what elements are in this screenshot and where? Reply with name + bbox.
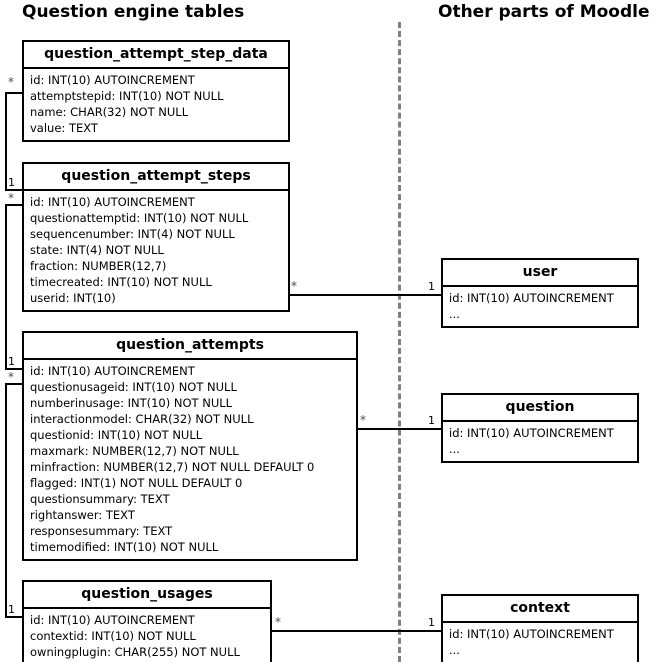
- entity-fields-question-attempt-step-data: id: INT(10) AUTOINCREMENT attemptstepid:…: [24, 69, 288, 140]
- rel-stepdata-attemptsteps-seg-vert: [5, 92, 7, 189]
- field-row: flagged: INT(1) NOT NULL DEFAULT 0: [30, 476, 243, 490]
- entity-question-usages[interactable]: question_usages id: INT(10) AUTOINCREMEN…: [22, 580, 272, 662]
- cardinality-usages-context-many: *: [275, 615, 281, 629]
- rel-usages-context-line: [272, 630, 442, 632]
- field-row: maxmark: NUMBER(12,7) NOT NULL: [30, 444, 239, 458]
- field-row: id: INT(10) AUTOINCREMENT: [449, 291, 614, 305]
- entity-fields-question-usages: id: INT(10) AUTOINCREMENT contextid: INT…: [24, 609, 270, 662]
- entity-title-question: question: [443, 395, 637, 422]
- field-row: contextid: INT(10) NOT NULL: [30, 629, 196, 643]
- section-divider: [398, 22, 401, 662]
- cardinality-usages-one: 1: [8, 603, 15, 616]
- cardinality-attemptsteps-user-many: *: [291, 279, 297, 293]
- rel-attemptsteps-attempts-seg-top: [5, 204, 24, 206]
- entity-title-context: context: [443, 596, 637, 623]
- field-row: questionattemptid: INT(10) NOT NULL: [30, 211, 249, 225]
- field-row: name: CHAR(32) NOT NULL: [30, 105, 189, 119]
- field-row: ...: [449, 442, 460, 456]
- cardinality-question-one: 1: [428, 414, 435, 427]
- cardinality-attempts-many: *: [8, 370, 14, 384]
- entity-title-question-attempt-step-data: question_attempt_step_data: [24, 42, 288, 69]
- rel-attemptsteps-attempts-seg-vert: [5, 204, 7, 368]
- field-row: attemptstepid: INT(10) NOT NULL: [30, 89, 224, 103]
- entity-fields-context: id: INT(10) AUTOINCREMENT ...: [443, 623, 637, 662]
- field-row: value: TEXT: [30, 121, 98, 135]
- field-row: id: INT(10) AUTOINCREMENT: [449, 426, 614, 440]
- field-row: owningplugin: CHAR(255) NOT NULL: [30, 645, 240, 659]
- rel-attempts-question-line: [356, 428, 442, 430]
- entity-context[interactable]: context id: INT(10) AUTOINCREMENT ...: [441, 594, 639, 662]
- cardinality-context-one: 1: [428, 616, 435, 629]
- rel-attemptsteps-attempts-seg-bottom: [5, 368, 24, 370]
- rel-stepdata-attemptsteps-seg-top: [5, 92, 24, 94]
- entity-question-attempt-step-data[interactable]: question_attempt_step_data id: INT(10) A…: [22, 40, 290, 142]
- cardinality-stepdata-many: *: [8, 75, 14, 89]
- field-row: interactionmodel: CHAR(32) NOT NULL: [30, 412, 254, 426]
- field-row: id: INT(10) AUTOINCREMENT: [30, 364, 195, 378]
- entity-fields-question-attempt-steps: id: INT(10) AUTOINCREMENT questionattemp…: [24, 191, 288, 310]
- entity-question[interactable]: question id: INT(10) AUTOINCREMENT ...: [441, 393, 639, 463]
- field-row: questionusageid: INT(10) NOT NULL: [30, 380, 237, 394]
- cardinality-attemptsteps-many: *: [8, 191, 14, 205]
- rel-stepdata-attemptsteps-seg-bottom: [5, 189, 24, 191]
- entity-title-question-attempts: question_attempts: [24, 333, 356, 360]
- field-row: id: INT(10) AUTOINCREMENT: [30, 613, 195, 627]
- field-row: id: INT(10) AUTOINCREMENT: [449, 627, 614, 641]
- field-row: timemodified: INT(10) NOT NULL: [30, 540, 219, 554]
- cardinality-attemptsteps-one: 1: [8, 176, 15, 189]
- field-row: questionid: INT(10) NOT NULL: [30, 428, 203, 442]
- rel-attempts-usages-seg-vert: [5, 383, 7, 616]
- cardinality-attempts-question-many: *: [360, 413, 366, 427]
- entity-fields-user: id: INT(10) AUTOINCREMENT ...: [443, 287, 637, 326]
- entity-question-attempts[interactable]: question_attempts id: INT(10) AUTOINCREM…: [22, 331, 358, 561]
- rel-attemptsteps-user-line: [288, 294, 442, 296]
- field-row: questionsummary: TEXT: [30, 492, 170, 506]
- field-row: minfraction: NUMBER(12,7) NOT NULL DEFAU…: [30, 460, 315, 474]
- entity-fields-question-attempts: id: INT(10) AUTOINCREMENT questionusagei…: [24, 360, 356, 559]
- field-row: id: INT(10) AUTOINCREMENT: [30, 73, 195, 87]
- field-row: id: INT(10) AUTOINCREMENT: [30, 195, 195, 209]
- field-row: sequencenumber: INT(4) NOT NULL: [30, 227, 235, 241]
- entity-question-attempt-steps[interactable]: question_attempt_steps id: INT(10) AUTOI…: [22, 162, 290, 312]
- entity-title-question-usages: question_usages: [24, 582, 270, 609]
- field-row: fraction: NUMBER(12,7): [30, 259, 167, 273]
- section-title-other-moodle: Other parts of Moodle: [438, 2, 650, 22]
- entity-title-user: user: [443, 260, 637, 287]
- section-title-question-engine: Question engine tables: [22, 2, 245, 22]
- field-row: timecreated: INT(10) NOT NULL: [30, 275, 212, 289]
- field-row: userid: INT(10): [30, 291, 116, 305]
- cardinality-attempts-one: 1: [8, 355, 15, 368]
- field-row: numberinusage: INT(10) NOT NULL: [30, 396, 233, 410]
- field-row: ...: [449, 307, 460, 321]
- rel-attempts-usages-seg-bottom: [5, 616, 24, 618]
- field-row: state: INT(4) NOT NULL: [30, 243, 164, 257]
- entity-fields-question: id: INT(10) AUTOINCREMENT ...: [443, 422, 637, 461]
- field-row: rightanswer: TEXT: [30, 508, 135, 522]
- entity-title-question-attempt-steps: question_attempt_steps: [24, 164, 288, 191]
- cardinality-user-one: 1: [428, 280, 435, 293]
- entity-user[interactable]: user id: INT(10) AUTOINCREMENT ...: [441, 258, 639, 328]
- field-row: responsesummary: TEXT: [30, 524, 173, 538]
- rel-attempts-usages-seg-top: [5, 383, 24, 385]
- field-row: ...: [449, 643, 460, 657]
